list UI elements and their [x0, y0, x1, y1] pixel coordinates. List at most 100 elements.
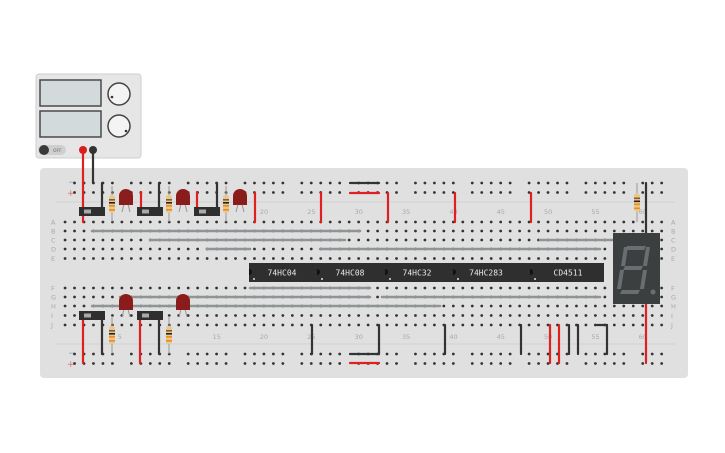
rail-hole[interactable] [423, 191, 427, 194]
rail-hole[interactable] [73, 352, 76, 356]
hole[interactable] [650, 304, 654, 308]
hole[interactable] [527, 304, 531, 308]
rail-hole[interactable] [205, 362, 209, 365]
hole[interactable] [243, 314, 247, 317]
rail-hole[interactable] [565, 352, 569, 356]
hole[interactable] [73, 304, 76, 308]
hole[interactable] [593, 220, 597, 224]
hole[interactable] [451, 314, 455, 317]
switch-slider[interactable] [84, 209, 91, 214]
hole[interactable] [234, 220, 237, 224]
rail-hole[interactable] [546, 352, 550, 356]
hole[interactable] [186, 247, 190, 251]
rail-hole[interactable] [281, 362, 285, 365]
rail-hole[interactable] [650, 181, 654, 185]
hole[interactable] [565, 314, 569, 317]
hole[interactable] [451, 257, 455, 260]
hole[interactable] [101, 220, 105, 224]
rail-hole[interactable] [338, 181, 342, 185]
hole[interactable] [442, 304, 446, 308]
hole[interactable] [470, 314, 474, 317]
hole[interactable] [575, 286, 578, 290]
hole[interactable] [111, 286, 114, 290]
rail-hole[interactable] [253, 362, 256, 365]
hole[interactable] [650, 323, 654, 327]
hole[interactable] [309, 257, 313, 260]
hole[interactable] [158, 286, 162, 290]
rail-hole[interactable] [546, 181, 550, 185]
rail-hole[interactable] [603, 181, 607, 185]
rail-hole[interactable] [537, 352, 540, 356]
hole[interactable] [73, 314, 76, 317]
slide-switch[interactable] [79, 311, 105, 320]
hole[interactable] [480, 314, 484, 317]
hole[interactable] [631, 323, 635, 327]
hole[interactable] [290, 257, 294, 260]
hole[interactable] [376, 314, 379, 317]
hole[interactable] [641, 314, 645, 317]
hole[interactable] [461, 304, 465, 308]
rail-hole[interactable] [167, 181, 171, 185]
hole[interactable] [537, 257, 540, 260]
hole[interactable] [281, 247, 285, 251]
rail-hole[interactable] [309, 362, 313, 365]
rail-hole[interactable] [537, 191, 540, 194]
hole[interactable] [215, 323, 218, 327]
hole[interactable] [489, 238, 493, 242]
hole[interactable] [376, 238, 379, 242]
hole[interactable] [272, 220, 275, 224]
rail-hole[interactable] [385, 181, 389, 185]
hole[interactable] [167, 286, 171, 290]
hole[interactable] [82, 257, 86, 260]
hole[interactable] [290, 323, 294, 327]
hole[interactable] [518, 257, 522, 260]
hole[interactable] [177, 286, 181, 290]
hole[interactable] [290, 314, 294, 317]
hole[interactable] [442, 238, 446, 242]
rail-hole[interactable] [309, 181, 313, 185]
led[interactable] [176, 294, 190, 318]
rail-hole[interactable] [527, 191, 531, 194]
rail-hole[interactable] [196, 362, 200, 365]
rail-hole[interactable] [612, 362, 616, 365]
rail-hole[interactable] [508, 352, 512, 356]
hole[interactable] [196, 257, 200, 260]
hole[interactable] [461, 229, 465, 233]
rail-hole[interactable] [622, 181, 626, 185]
hole[interactable] [101, 295, 105, 299]
rail-hole[interactable] [584, 191, 588, 194]
hole[interactable] [101, 238, 105, 242]
rail-hole[interactable] [92, 191, 95, 194]
hole[interactable] [120, 238, 124, 242]
hole[interactable] [508, 323, 512, 327]
hole[interactable] [480, 220, 484, 224]
slide-switch[interactable] [194, 207, 220, 216]
hole[interactable] [537, 220, 540, 224]
hole[interactable] [177, 323, 181, 327]
rail-hole[interactable] [612, 352, 616, 356]
rail-hole[interactable] [556, 181, 559, 185]
hole[interactable] [603, 257, 607, 260]
hole[interactable] [537, 323, 540, 327]
hole[interactable] [328, 220, 332, 224]
rail-hole[interactable] [215, 352, 218, 356]
hole[interactable] [565, 286, 569, 290]
hole[interactable] [357, 220, 361, 224]
rail-hole[interactable] [451, 181, 455, 185]
hole[interactable] [120, 247, 124, 251]
rail-hole[interactable] [385, 362, 389, 365]
hole[interactable] [612, 304, 616, 308]
rail-hole[interactable] [489, 191, 493, 194]
hole[interactable] [357, 323, 361, 327]
hole[interactable] [480, 286, 484, 290]
hole[interactable] [508, 229, 512, 233]
hole[interactable] [432, 220, 436, 224]
hole[interactable] [499, 286, 503, 290]
hole[interactable] [101, 286, 105, 290]
rail-hole[interactable] [508, 362, 512, 365]
rail-hole[interactable] [480, 352, 484, 356]
hole[interactable] [73, 323, 76, 327]
hole[interactable] [603, 247, 607, 251]
rail-hole[interactable] [281, 181, 285, 185]
rail-hole[interactable] [414, 191, 417, 194]
